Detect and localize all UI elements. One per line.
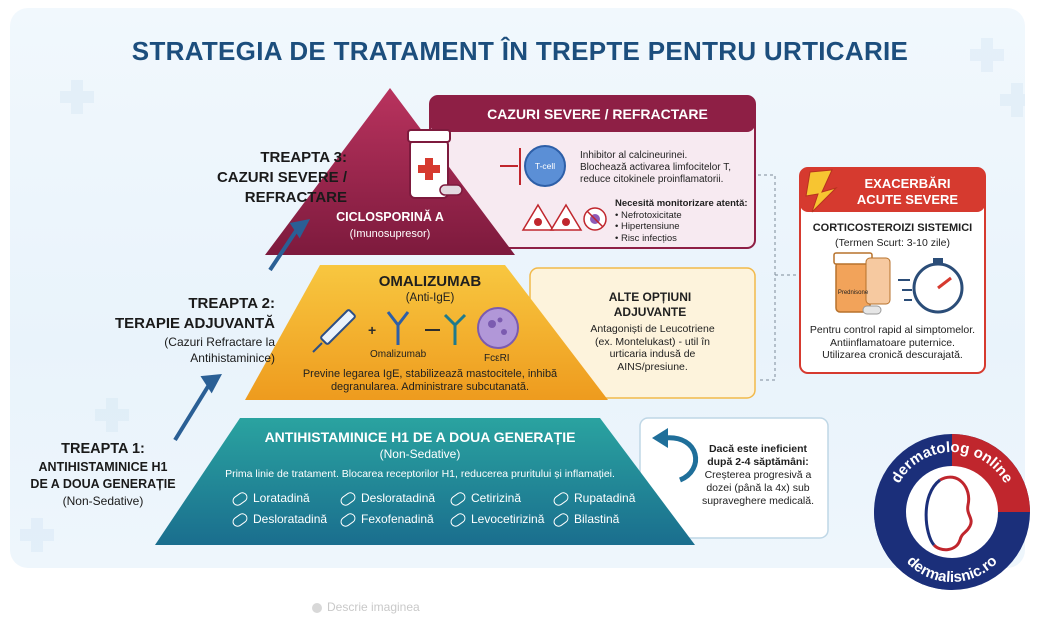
prednisone-bottle-icon <box>835 261 871 313</box>
step1-description: Prima linie de tratament. Blocarea recep… <box>225 468 615 480</box>
heart-warning-icon <box>549 203 583 231</box>
medical-cross-icon <box>95 398 129 432</box>
pill-icon <box>551 511 571 529</box>
lightning-icon <box>805 169 838 213</box>
pill-icon <box>448 511 468 529</box>
step3-drug-class: (Imunosupresor) <box>349 228 431 240</box>
acute-description: Pentru control rapid al simptomelor. Ant… <box>809 324 976 361</box>
acute-subtitle: (Termen Scurt: 3-10 zile) <box>835 237 950 249</box>
drug-pill: Cetirizină <box>448 490 521 508</box>
pill-icon <box>448 490 468 508</box>
step1-layer <box>155 418 695 545</box>
step2-alt-title: ALTE OPȚIUNI ADJUVANTE <box>608 290 692 319</box>
drug-pill: Desloratadină <box>230 511 327 529</box>
medical-cross-icon <box>20 518 54 552</box>
pill-icon <box>230 490 250 508</box>
pill-icon <box>230 511 250 529</box>
drug-pill: Rupatadină <box>551 490 635 508</box>
step2-description: Previne legarea IgE, stabilizează mastoc… <box>302 368 558 393</box>
prednisone-label: Prednisone <box>837 290 869 296</box>
kidney-warning-icon <box>521 203 555 231</box>
pill-icon <box>338 511 358 529</box>
acute-header: EXACERBĂRI ACUTE SEVERE <box>856 176 959 207</box>
medical-cross-icon <box>60 80 94 114</box>
step2-drug-class: (Anti-IgE) <box>405 292 455 304</box>
face-profile-icon <box>932 475 973 552</box>
step3-monitoring: Necesită monitorizare atentă: • Nefrotox… <box>615 198 748 244</box>
step3-panel-header-bg <box>430 96 755 132</box>
step1-label: TREAPTA 1: ANTIHISTAMINICE H1 DE A DOUA … <box>30 441 176 508</box>
medical-cross-icon <box>970 38 1004 72</box>
antibody-icon <box>386 311 410 345</box>
medical-cross-icon <box>1000 83 1025 117</box>
step1-escalation-text: Dacă este ineficient după 2-4 săptămâni:… <box>701 443 815 507</box>
step2-drug-name: OMALIZUMAB <box>378 273 482 290</box>
describe-image-hint[interactable]: Descrie imaginea <box>312 600 420 614</box>
pill-icon <box>338 490 358 508</box>
step3-label: TREAPTA 3: CAZURI SEVERE / REFRACTARE <box>216 149 347 206</box>
fceri-label: FcεRI <box>484 353 510 364</box>
svg-text:+: + <box>368 322 376 338</box>
drug-pill: Desloratadină <box>338 490 435 508</box>
step2-alt-text: Antagoniști de Leucotriene (ex. Monteluk… <box>590 323 715 373</box>
mast-cell-icon <box>477 307 519 349</box>
drug-pill: Fexofenadină <box>338 511 434 529</box>
sparkle-icon <box>312 602 322 613</box>
drug-pill: Bilastină <box>551 511 619 529</box>
step3-drug-name: CICLOSPORINĂ A <box>336 210 444 224</box>
step3-layer <box>265 88 515 255</box>
drug-pill: Loratadină <box>230 490 310 508</box>
step1-subtitle: (Non-Sedative) <box>379 447 461 461</box>
omalizumab-label: Omalizumab <box>370 349 427 360</box>
step2-label: TREAPTA 2: TERAPIE ADJUVANTĂ (Cazuri Ref… <box>114 295 275 365</box>
step3-panel-header: CAZURI SEVERE / REFRACTARE <box>487 106 708 122</box>
pill-icon <box>551 490 571 508</box>
receptor-icon <box>443 313 467 345</box>
acute-title: CORTICOSTEROIZI SISTEMICI <box>812 222 973 234</box>
t-cell-icon <box>524 145 566 187</box>
infection-warning-icon <box>583 207 607 231</box>
step1-title: ANTIHISTAMINICE H1 DE A DOUA GENERAȚIE <box>264 429 576 445</box>
drug-pill: Levocetirizină <box>448 511 544 529</box>
t-cell-label: T-cell <box>534 161 556 171</box>
syringe-icon <box>312 309 356 353</box>
page-title: STRATEGIA DE TRATAMENT ÎN TREPTE PENTRU … <box>131 36 909 66</box>
step3-mechanism: Inhibitor al calcineurinei. Blochează ac… <box>580 150 731 185</box>
step2-layer <box>245 265 608 400</box>
